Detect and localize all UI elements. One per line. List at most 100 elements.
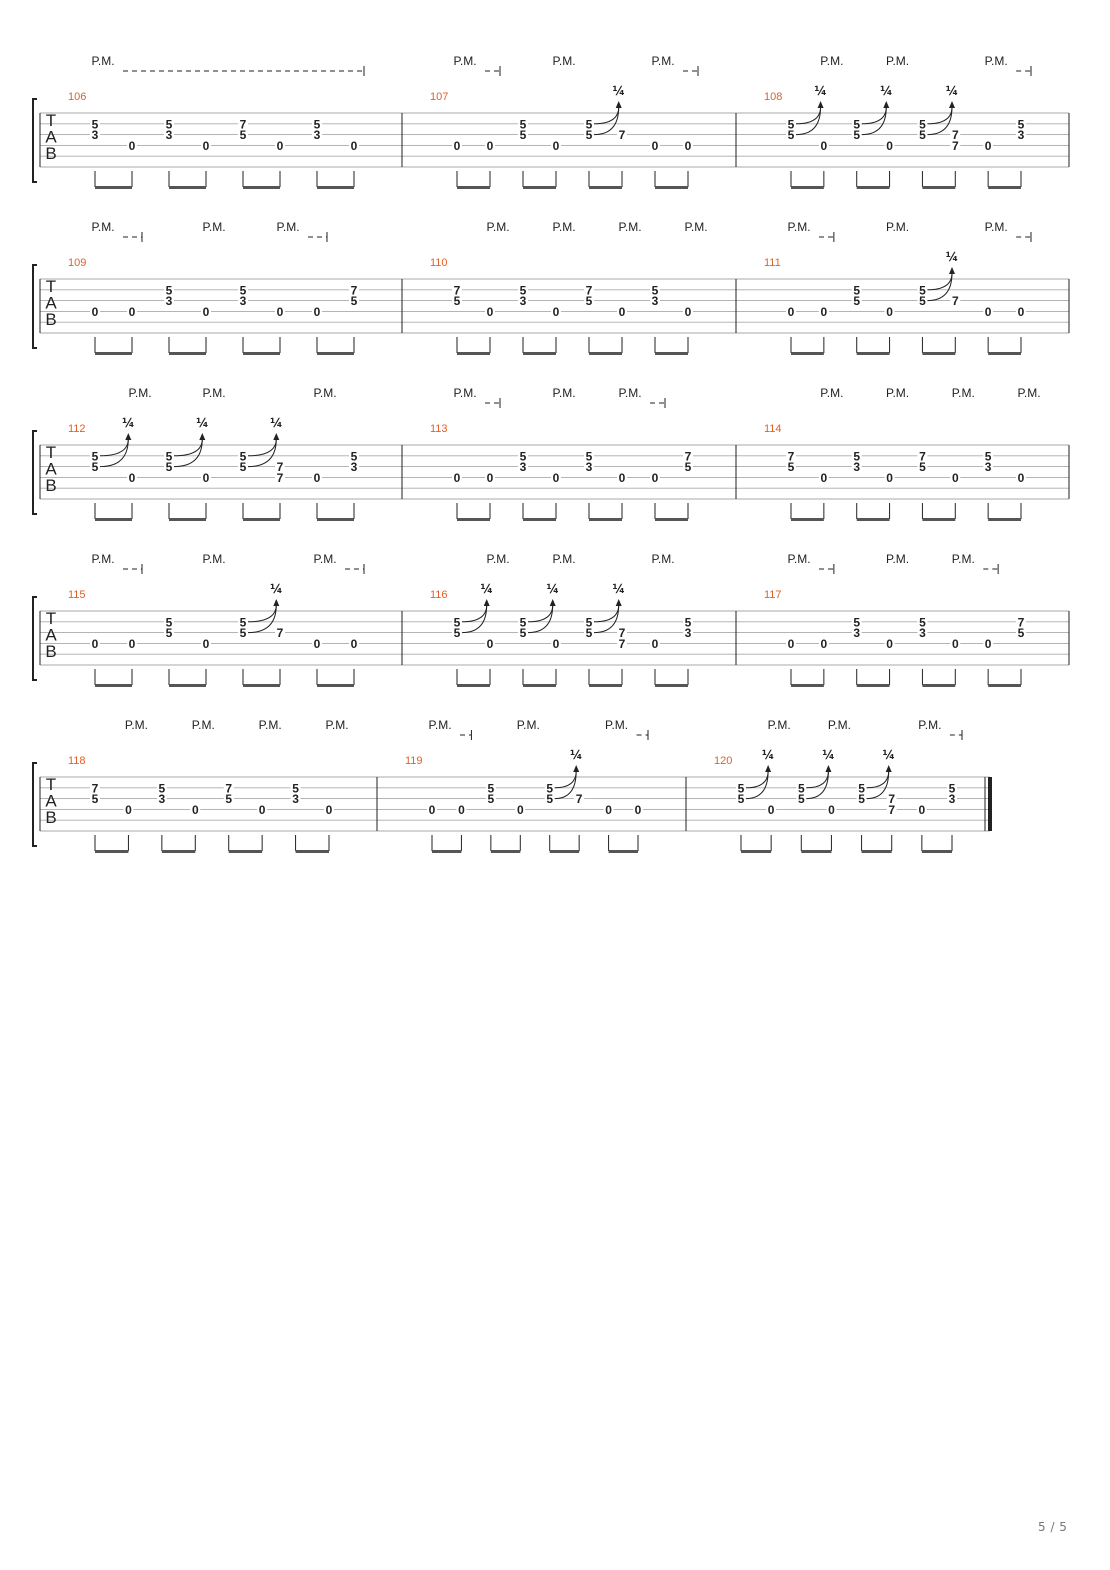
fret-mask <box>683 460 693 472</box>
fret-number: 5 <box>853 449 860 463</box>
fret-mask <box>796 781 807 793</box>
fret-number: 0 <box>454 471 461 485</box>
fret-number: 3 <box>949 792 956 806</box>
measure-number: 110 <box>430 257 448 269</box>
fret-mask <box>485 637 495 649</box>
palm-mute-label: P.M. <box>453 54 476 68</box>
fret-number: 5 <box>853 128 860 142</box>
fret-mask <box>603 803 614 815</box>
fret-mask <box>544 792 555 804</box>
fret-mask <box>452 615 462 627</box>
note-beam <box>856 352 890 355</box>
fret-mask <box>127 471 137 483</box>
fret-mask <box>90 305 100 317</box>
note-beam <box>589 518 622 521</box>
fret-mask <box>90 792 100 804</box>
note-beam <box>95 850 129 853</box>
fret-number: 0 <box>821 139 828 153</box>
fret-number: 3 <box>166 128 173 142</box>
fret-number: 3 <box>586 460 593 474</box>
bend-amount-label: ¼ <box>122 416 134 430</box>
fret-mask <box>312 305 322 317</box>
fret-number: 3 <box>1018 128 1025 142</box>
fret-number: 0 <box>92 637 99 651</box>
fret-number: 0 <box>605 803 612 817</box>
fret-mask <box>947 792 957 804</box>
fret-mask <box>617 305 627 317</box>
fret-number: 0 <box>619 471 626 485</box>
palm-mute-label: P.M. <box>787 552 810 566</box>
fret-mask <box>275 460 285 472</box>
tab-clef-letter: T <box>46 111 56 130</box>
fret-number: 7 <box>92 781 99 795</box>
measure-number: 114 <box>764 423 782 435</box>
fret-number: 5 <box>240 615 247 629</box>
palm-mute-label: P.M. <box>486 220 509 234</box>
fret-mask <box>349 294 359 306</box>
fret-mask <box>452 294 462 306</box>
fret-number: 3 <box>853 626 860 640</box>
fret-mask <box>238 128 248 140</box>
fret-number: 0 <box>277 139 284 153</box>
fret-mask <box>518 615 528 627</box>
fret-mask <box>290 792 301 804</box>
palm-mute-label: P.M. <box>918 718 941 732</box>
fret-number: 0 <box>886 305 893 319</box>
fret-mask <box>518 283 528 295</box>
palm-mute-label: P.M. <box>552 54 575 68</box>
palm-mute-label: P.M. <box>651 552 674 566</box>
fret-mask <box>1016 305 1026 317</box>
fret-mask <box>518 294 528 306</box>
system-bracket <box>32 762 37 847</box>
fret-mask <box>584 117 594 129</box>
fret-number: 5 <box>92 117 99 131</box>
fret-number: 0 <box>821 637 828 651</box>
palm-mute-label: P.M. <box>517 718 540 732</box>
note-beam <box>317 518 354 521</box>
bend-amount-label: ¼ <box>946 84 958 98</box>
measure-number: 106 <box>68 91 86 103</box>
fret-mask <box>950 294 961 306</box>
fret-number: 0 <box>788 637 795 651</box>
bend-amount-label: ¼ <box>880 84 892 98</box>
fret-number: 3 <box>159 792 166 806</box>
fret-mask <box>238 615 248 627</box>
fret-mask <box>884 471 895 483</box>
fret-number: 0 <box>192 803 199 817</box>
fret-mask <box>884 139 895 151</box>
fret-number: 5 <box>586 615 593 629</box>
bend-curve <box>806 770 829 800</box>
fret-number: 5 <box>798 792 805 806</box>
palm-mute-label: P.M. <box>787 220 810 234</box>
fret-mask <box>851 449 862 461</box>
fret-number: 3 <box>685 626 692 640</box>
measure-number: 116 <box>430 589 448 601</box>
measure-number: 113 <box>430 423 448 435</box>
fret-mask <box>683 305 693 317</box>
fret-mask <box>584 449 594 461</box>
fret-number: 0 <box>652 139 659 153</box>
fret-number: 0 <box>203 637 210 651</box>
palm-mute-label: P.M. <box>325 718 348 732</box>
note-beam <box>791 518 824 521</box>
fret-number: 3 <box>652 294 659 308</box>
bend-curve <box>247 604 277 623</box>
fret-mask <box>1016 471 1026 483</box>
fret-mask <box>427 803 437 815</box>
bend-curve <box>99 438 129 457</box>
bend-curve <box>527 604 554 634</box>
fret-number: 5 <box>166 460 173 474</box>
fret-number: 0 <box>487 471 494 485</box>
fret-number: 3 <box>853 460 860 474</box>
palm-mute-label: P.M. <box>618 220 641 234</box>
palm-mute-label: P.M. <box>886 220 909 234</box>
fret-mask <box>983 460 994 472</box>
fret-mask <box>584 294 594 306</box>
fret-number: 5 <box>788 117 795 131</box>
fret-number: 3 <box>520 460 527 474</box>
fret-mask <box>90 460 100 472</box>
fret-number: 3 <box>166 294 173 308</box>
note-beam <box>741 850 772 853</box>
